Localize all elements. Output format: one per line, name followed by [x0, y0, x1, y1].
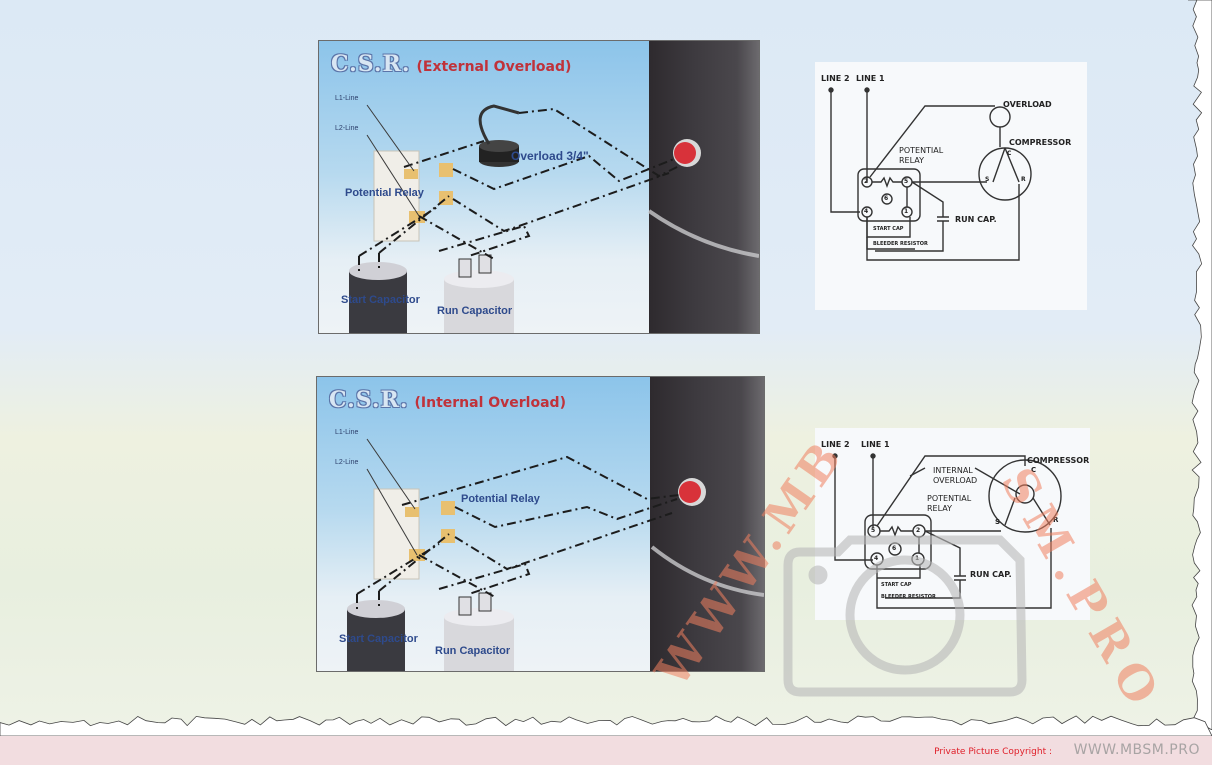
potential-relay-label: Potential Relay — [461, 493, 540, 505]
run-capacitor-label: Run Capacitor — [437, 305, 513, 317]
run-capacitor-label: Run Capacitor — [435, 645, 511, 657]
bleeder-resistor-label: BLEEDER RESISTOR — [881, 594, 936, 600]
figure-title: C.S.R. (Internal Overload) — [329, 387, 566, 413]
start-cap-label: START CAP — [881, 582, 912, 588]
start-cap-label: START CAP — [873, 226, 904, 232]
figure-title: C.S.R. (External Overload) — [331, 51, 571, 77]
line1-label: LINE 1 — [861, 440, 890, 449]
motor-terminal-c: C — [1031, 466, 1037, 474]
relay-terminal-2: 2 — [916, 527, 921, 534]
overload-label: Overload 3/4" — [511, 149, 589, 163]
potential-label: POTENTIAL — [927, 494, 972, 503]
l2-line-label: L2-Line — [335, 459, 359, 466]
start-capacitor — [349, 271, 407, 333]
torn-edge-right — [1188, 0, 1212, 730]
line2-label: LINE 2 — [821, 440, 850, 449]
title-suffix: (External Overload) — [416, 59, 572, 75]
compressor-body — [650, 377, 764, 671]
motor-terminal-r: R — [1053, 516, 1059, 524]
relay-terminal-5: 5 — [871, 527, 876, 534]
relay-label: RELAY — [899, 156, 924, 165]
title-prefix: C.S.R. — [329, 387, 409, 413]
l2-line-label: L2-Line — [335, 125, 359, 132]
motor-terminal-s: S — [995, 518, 1001, 526]
site-link[interactable]: WWW.MBSM.PRO — [1073, 742, 1200, 758]
run-cap-label: RUN CAP. — [970, 570, 1012, 579]
csr-external-overload-figure: C.S.R. (External Overload) L1-Line L2-Lin… — [318, 40, 760, 334]
relay-terminal-2: 2 — [864, 178, 869, 185]
external-overload-schematic: LINE 2 LINE 1 OVERLOAD COMPRESSOR POTENT… — [815, 62, 1087, 310]
overload-label: OVERLOAD — [933, 476, 978, 485]
start-capacitor-label: Start Capacitor — [339, 633, 418, 645]
relay-terminal-1: 1 — [915, 555, 920, 562]
internal-label: INTERNAL — [933, 466, 973, 475]
internal-overload-schematic: LINE 2 LINE 1 COMPRESSOR INTERNAL OVERLO… — [815, 428, 1090, 620]
relay-terminal-6: 6 — [892, 545, 897, 552]
run-cap-label: RUN CAP. — [955, 215, 997, 224]
bleeder-resistor-label: BLEEDER RESISTOR — [873, 241, 928, 247]
overload-label: OVERLOAD — [1003, 100, 1052, 109]
copyright-footer: Private Picture Copyright : WWW.MBSM.PRO — [0, 736, 1212, 765]
title-prefix: C.S.R. — [331, 51, 411, 77]
relay-label: RELAY — [927, 504, 952, 513]
torn-edge-bottom — [0, 715, 1212, 736]
relay-box — [373, 488, 420, 580]
l1-line-label: L1-Line — [335, 429, 359, 436]
relay-terminal-4: 4 — [864, 208, 869, 215]
csr-internal-overload-figure: C.S.R. (Internal Overload) L1-Line L2-Lin… — [316, 376, 765, 672]
start-capacitor-label: Start Capacitor — [341, 294, 420, 306]
wiring-illustration — [347, 438, 764, 671]
l1-line-label: L1-Line — [335, 95, 359, 102]
motor-terminal-s: S — [985, 176, 990, 183]
motor-terminal-c: C — [1007, 150, 1012, 157]
copyright-label: Private Picture Copyright : — [934, 747, 1052, 757]
relay-terminal-5: 5 — [904, 178, 909, 185]
line2-label: LINE 2 — [821, 74, 850, 83]
potential-relay-label: Potential Relay — [345, 187, 424, 199]
start-capacitor — [347, 609, 405, 671]
compressor-body — [649, 41, 759, 333]
title-suffix: (Internal Overload) — [414, 395, 566, 411]
schematic-lines — [828, 87, 1032, 261]
relay-terminal-6: 6 — [884, 195, 889, 202]
compressor-label: COMPRESSOR — [1027, 456, 1090, 465]
line1-label: LINE 1 — [856, 74, 885, 83]
motor-terminal-r: R — [1021, 176, 1026, 183]
relay-terminal-1: 1 — [904, 208, 909, 215]
relay-terminal-4: 4 — [874, 555, 879, 562]
wiring-illustration — [349, 104, 759, 333]
compressor-label: COMPRESSOR — [1009, 138, 1072, 147]
potential-label: POTENTIAL — [899, 146, 944, 155]
